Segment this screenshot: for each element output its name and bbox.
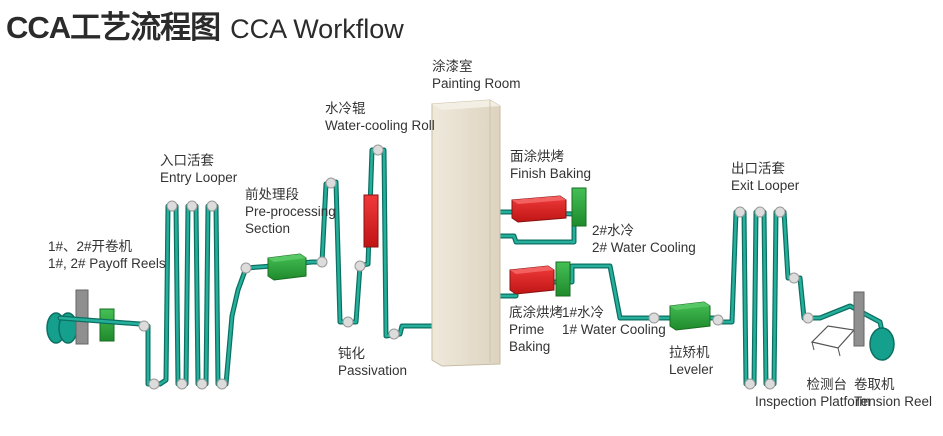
label-prime-baking: 底涂烘烤 Prime Baking: [509, 305, 563, 354]
label-payoff-reels: 1#、2#开卷机 1#, 2# Payoff Reels: [48, 239, 166, 271]
label-cooling-2: 2#水冷 2# Water Cooling: [592, 223, 696, 255]
label-exit-looper: 出口活套 Exit Looper: [731, 161, 800, 193]
cooling-2-unit: [571, 187, 587, 227]
page-title: CCA工艺流程图 CCA Workflow: [6, 2, 404, 47]
label-painting-room: 涂漆室 Painting Room: [432, 59, 521, 91]
payoff-green-unit: [99, 308, 115, 342]
tension-reel: [853, 291, 895, 361]
preprocessing-box: [267, 253, 307, 281]
title-zh: CCA工艺流程图: [6, 10, 221, 45]
leveler-box: [669, 301, 711, 331]
label-water-cooling-roll: 水冷辊 Water-cooling Roll: [325, 101, 435, 133]
label-cooling-1: 1#水冷 1# Water Cooling: [562, 305, 666, 337]
label-entry-looper: 入口活套 Entry Looper: [160, 153, 238, 185]
water-cooling-red-box: [363, 194, 379, 248]
prime-baking-oven: [509, 265, 555, 295]
painting-room: [431, 99, 501, 367]
label-inspection-platform: 检测台 Inspection Platform: [755, 377, 871, 409]
finish-baking-oven: [511, 195, 567, 223]
label-tension-reel: 卷取机 Tension Reel: [854, 377, 933, 409]
label-preprocessing: 前处理段 Pre-processing Section: [245, 187, 336, 236]
label-leveler: 拉矫机 Leveler: [669, 345, 714, 377]
label-passivation: 钝化 Passivation: [338, 346, 408, 378]
inspection-platform: [810, 325, 856, 357]
title-en: CCA Workflow: [230, 14, 404, 44]
cooling-1-unit: [555, 261, 571, 297]
label-finish-baking: 面涂烘烤 Finish Baking: [510, 149, 592, 181]
